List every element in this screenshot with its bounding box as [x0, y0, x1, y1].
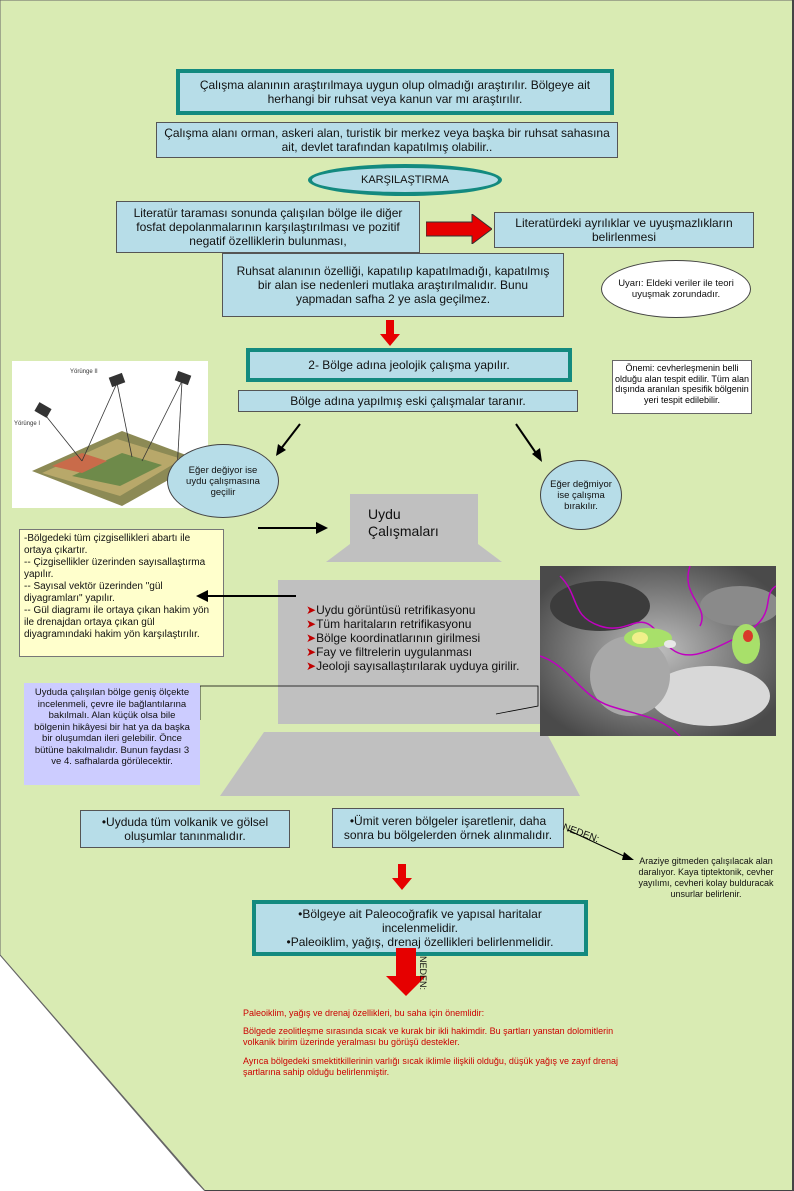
box-text: Literatürdeki ayrılıklar ve uyuşmazlıkla… [515, 216, 733, 244]
satellite-studies-label: Uydu Çalışmaları [368, 506, 468, 540]
connector-lines [198, 685, 539, 720]
box-text: Çalışma alanının araştırılmaya uygun olu… [199, 78, 591, 106]
arrow-down-right [515, 423, 542, 462]
step-text: Bölge koordinatlarının girilmesi [316, 631, 481, 645]
box-promising-regions: •Ümit veren bölgeler işaretlenir, daha s… [332, 808, 564, 848]
oval-go-satellite: Eğer değiyor ise uydu çalışmasına geçili… [167, 444, 279, 518]
box-literature-conflicts: Literatürdeki ayrılıklar ve uyuşmazlıkla… [494, 212, 754, 248]
box-volcanic-recognition: •Uyduda tüm volkanik ve gölsel oluşumlar… [80, 810, 290, 848]
step-item: ➤Uydu görüntüsü retrifikasyonu [306, 603, 520, 617]
yellow-line: -- Gül diagramı ile ortaya çıkan hakim y… [24, 605, 210, 640]
arrow-right-red [426, 214, 492, 244]
box-text: Ruhsat alanının özelliği, kapatılıp kapa… [236, 264, 550, 306]
narrowing-note: Araziye gitmeden çalışılacak alan daralı… [626, 856, 786, 900]
box-text: Çalışma alanı orman, askeri alan, turist… [164, 126, 610, 154]
arrow-down-red-big [386, 948, 426, 996]
red-text: Ayrıca bölgedeki smektitkillerinin varlı… [243, 1056, 618, 1077]
label-text: NEDEN: [418, 956, 428, 991]
step-item: ➤Jeoloji sayısallaştırılarak uyduya giri… [306, 659, 520, 673]
note-text: Araziye gitmeden çalışılacak alan daralı… [638, 856, 774, 899]
arrow-to-yellow [196, 590, 296, 602]
note-text: Önemi: cevherleşmenin belli olduğu alan … [615, 363, 749, 405]
box-text: •Ümit veren bölgeler işaretlenir, daha s… [343, 814, 553, 842]
satellite-pyramid [220, 494, 580, 796]
box-text: •Paleoiklim, yağış, drenaj özellikleri b… [286, 935, 554, 949]
arrow-to-satellite [258, 522, 328, 534]
box-text: Literatür taraması sonunda çalışılan böl… [133, 206, 403, 248]
arrow-down-red-2 [392, 864, 412, 890]
step-text: Uydu görüntüsü retrifikasyonu [316, 603, 476, 617]
box-literature-review: Literatür taraması sonunda çalışılan böl… [116, 201, 420, 253]
why-label-2: NEDEN: [418, 956, 428, 990]
arrow-to-note [567, 829, 634, 860]
paleoclimate-intro: Paleoiklim, yağış ve drenaj özellikleri,… [243, 1008, 623, 1019]
check-arrow-icon: ➤ [306, 617, 317, 631]
label-text: Uydu Çalışmaları [368, 506, 439, 539]
box-research-suitability: Çalışma alanının araştırılmaya uygun olu… [176, 69, 614, 115]
step-text: Jeoloji sayısallaştırılarak uyduya giril… [316, 659, 520, 673]
box-old-studies: Bölge adına yapılmış eski çalışmalar tar… [238, 390, 578, 412]
box-text: 2- Bölge adına jeolojik çalışma yapılır. [308, 358, 510, 372]
zeolite-paragraph: Bölgede zeolitleşme sırasında sıcak ve k… [243, 1026, 623, 1048]
yellow-line: -Bölgedeki tüm çizgisellikleri abartı il… [24, 533, 191, 556]
box-paleogeography: •Bölgeye ait Paleocoğrafik ve yapısal ha… [252, 900, 588, 956]
smectite-paragraph: Ayrıca bölgedeki smektitkillerinin varlı… [243, 1056, 623, 1078]
box-text: •Bölgeye ait Paleocoğrafik ve yapısal ha… [298, 907, 542, 935]
yellow-line: -- Sayısal vektör üzerinden "gül diyagra… [24, 581, 163, 604]
svg-text:Yörünge I: Yörünge I [14, 421, 40, 427]
check-arrow-icon: ➤ [306, 603, 317, 617]
red-text: Paleoiklim, yağış ve drenaj özellikleri,… [243, 1008, 485, 1018]
importance-note: Önemi: cevherleşmenin belli olduğu alan … [612, 360, 752, 414]
check-arrow-icon: ➤ [306, 659, 317, 673]
arrow-down-red [380, 320, 400, 346]
comparison-ellipse: KARŞILAŞTIRMA [308, 164, 502, 196]
oval-text: Eğer değiyor ise uydu çalışmasına geçili… [186, 464, 260, 498]
box-geological-study: 2- Bölge adına jeolojik çalışma yapılır. [246, 348, 572, 382]
step-text: Tüm haritaların retrifikasyonu [316, 617, 472, 631]
step-text: Fay ve filtrelerin uygulanması [316, 645, 473, 659]
satellite-image [540, 566, 776, 736]
yellow-lineaments-box: -Bölgedeki tüm çizgisellikleri abartı il… [19, 529, 224, 657]
box-text: Bölge adına yapılmış eski çalışmalar tar… [290, 394, 526, 408]
step-item: ➤Bölge koordinatlarının girilmesi [306, 631, 520, 645]
box-text: •Uyduda tüm volkanik ve gölsel oluşumlar… [101, 815, 269, 843]
step-item: ➤Fay ve filtrelerin uygulanması [306, 645, 520, 659]
warning-ellipse: Uyarı: Eldeki veriler ile teori uyuşmak … [601, 260, 751, 318]
oval-text: Eğer değmiyor ise çalışma bırakılır. [550, 478, 612, 512]
svg-text:Yörünge II: Yörünge II [70, 369, 98, 375]
ellipse-text: Uyarı: Eldeki veriler ile teori uyuşmak … [618, 278, 734, 300]
box-license-area: Ruhsat alanının özelliği, kapatılıp kapa… [222, 253, 564, 317]
lavender-wide-scale-box: Uyduda çalışılan bölge geniş ölçekte inc… [24, 683, 200, 785]
oval-stop-work: Eğer değmiyor ise çalışma bırakılır. [540, 460, 622, 530]
ellipse-text: KARŞILAŞTIRMA [360, 173, 450, 186]
check-arrow-icon: ➤ [306, 645, 317, 659]
yellow-line: -- Çizgisellikler üzerinden sayısallaştı… [24, 557, 206, 580]
satellite-steps-list: ➤Uydu görüntüsü retrifikasyonu ➤Tüm hari… [306, 603, 520, 673]
step-item: ➤Tüm haritaların retrifikasyonu [306, 617, 520, 631]
arrow-down-left [276, 423, 301, 456]
box-closed-area: Çalışma alanı orman, askeri alan, turist… [156, 122, 618, 158]
check-arrow-icon: ➤ [306, 631, 317, 645]
box-text: Uyduda çalışılan bölge geniş ölçekte inc… [34, 687, 190, 767]
red-text: Bölgede zeolitleşme sırasında sıcak ve k… [243, 1026, 614, 1047]
